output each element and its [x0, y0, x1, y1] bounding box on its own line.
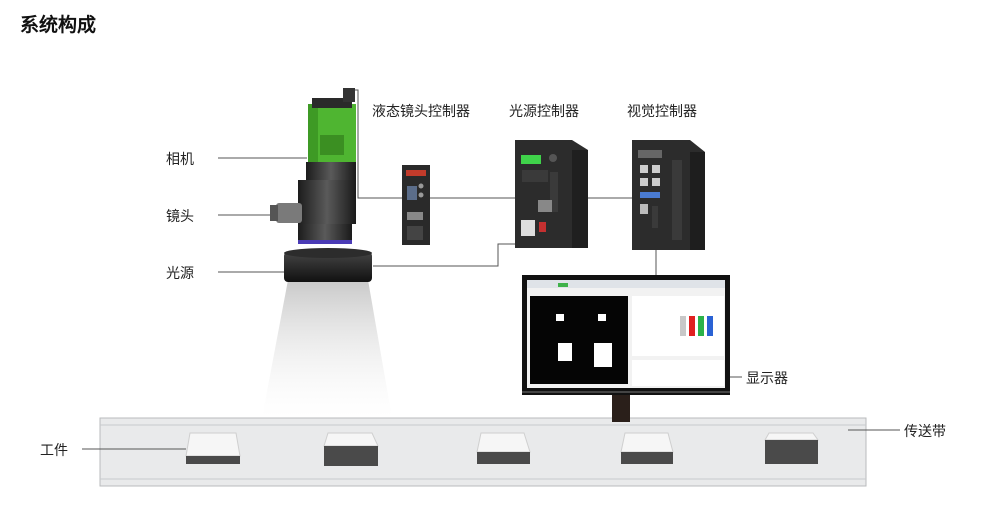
workpiece-3	[476, 432, 531, 464]
label-conveyor: 传送带	[904, 424, 946, 440]
liquid-lens-controller-device	[402, 165, 430, 245]
label-workpiece: 工件	[40, 443, 68, 459]
label-vision-controller: 视觉控制器	[627, 104, 697, 120]
light-controller-device	[515, 140, 588, 248]
lens	[270, 162, 356, 244]
label-camera: 相机	[166, 152, 194, 168]
label-light-source: 光源	[166, 266, 194, 282]
cables	[345, 89, 657, 275]
workpiece-4	[620, 432, 674, 464]
workpiece-5	[764, 432, 819, 464]
light-beam	[262, 280, 392, 418]
label-lens: 镜头	[166, 209, 194, 225]
vision-controller-device	[632, 140, 705, 250]
ring-light	[284, 248, 372, 282]
label-light-controller: 光源控制器	[509, 104, 579, 120]
workpiece-2	[323, 432, 379, 466]
display-monitor	[522, 275, 730, 422]
page-title: 系统构成	[20, 14, 97, 36]
label-display: 显示器	[746, 371, 788, 387]
label-liquid-lens-controller: 液态镜头控制器	[372, 104, 470, 120]
camera	[308, 88, 356, 162]
leader-lines	[82, 157, 900, 450]
workpiece-1	[185, 432, 241, 464]
